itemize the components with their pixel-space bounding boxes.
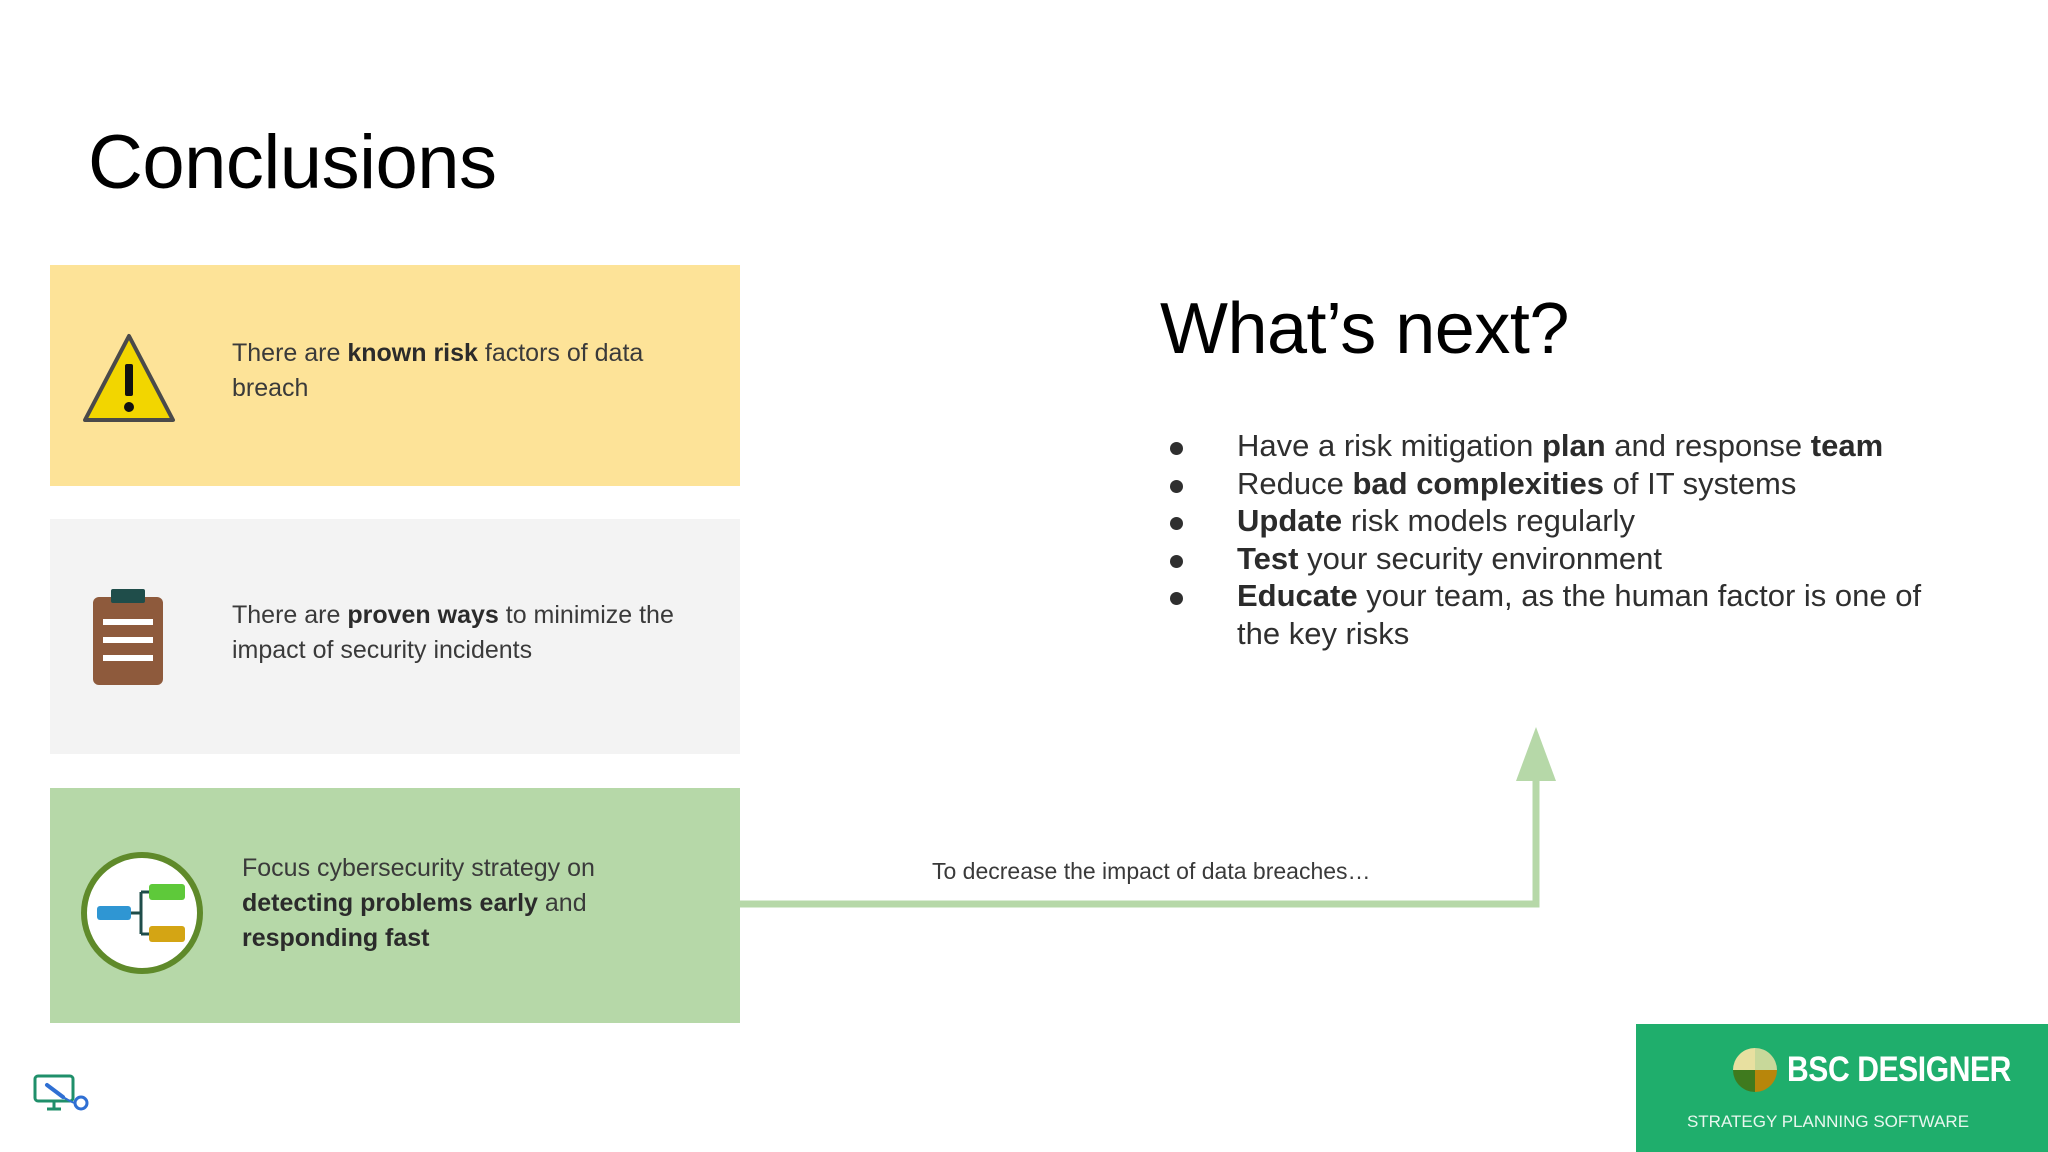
card-known-risk-text: There are known risk factors of data bre… bbox=[232, 339, 644, 402]
list-item: Update risk models regularly bbox=[1160, 502, 1960, 540]
monitor-mouse-icon bbox=[33, 1073, 91, 1118]
whats-next-title: What’s next? bbox=[1160, 289, 1569, 369]
next-steps-list: Have a risk mitigation plan and response… bbox=[1160, 427, 1960, 652]
page-title: Conclusions bbox=[88, 120, 497, 205]
card-focus-strategy: Focus cybersecurity strategy on detectin… bbox=[50, 788, 740, 1023]
brand-footer: BSC DESIGNER STRATEGY PLANNING SOFTWARE bbox=[1636, 1024, 2048, 1152]
card-proven-ways-text: There are proven ways to minimize the im… bbox=[232, 601, 674, 664]
clipboard-icon bbox=[91, 587, 165, 692]
warning-icon bbox=[81, 330, 177, 431]
card-focus-strategy-text: Focus cybersecurity strategy on detectin… bbox=[242, 854, 595, 952]
card-known-risk: There are known risk factors of data bre… bbox=[50, 265, 740, 486]
arrow-caption: To decrease the impact of data breaches… bbox=[932, 858, 1371, 884]
list-item: Reduce bad complexities of IT systems bbox=[1160, 465, 1960, 503]
bsc-logo-icon bbox=[1731, 1046, 1779, 1099]
list-item: Test your security environment bbox=[1160, 540, 1960, 578]
brand-name: BSC DESIGNER bbox=[1787, 1050, 2011, 1089]
list-item: Educate your team, as the human factor i… bbox=[1160, 577, 1960, 652]
brand-tagline: STRATEGY PLANNING SOFTWARE bbox=[1686, 1112, 1970, 1131]
card-proven-ways: There are proven ways to minimize the im… bbox=[50, 519, 740, 754]
strategy-map-icon bbox=[79, 850, 205, 981]
list-item: Have a risk mitigation plan and response… bbox=[1160, 427, 1960, 465]
